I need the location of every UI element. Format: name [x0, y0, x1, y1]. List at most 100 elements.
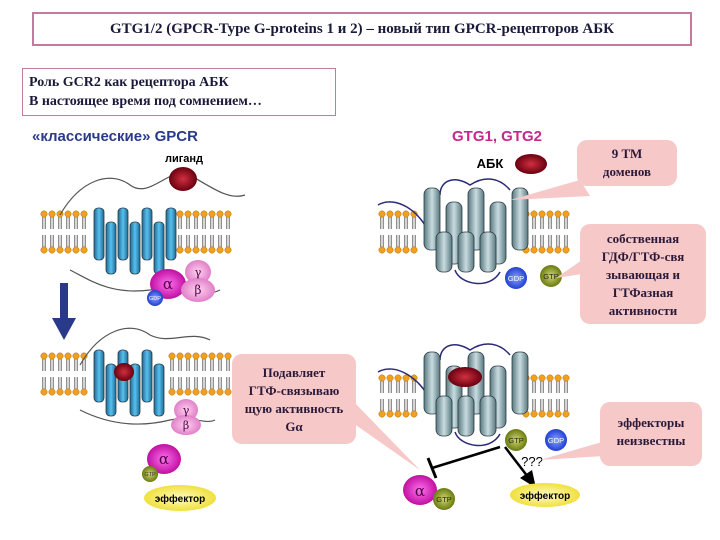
lipid-head [394, 210, 402, 230]
lipid-head [48, 376, 56, 396]
lipid-head [538, 374, 546, 394]
activity-line-1: собственная [606, 231, 680, 246]
effector-arrow [504, 446, 536, 488]
suppress-gtp-callout: Подавляет ГТФ-связываю щую активность Gα [232, 354, 356, 444]
lipid-head [184, 352, 192, 372]
ligand-label: лиганд [165, 153, 203, 165]
activity-line-3: зывающая и [605, 267, 681, 282]
gtp-label-bottom: GTP [508, 436, 523, 445]
lipid-head [48, 210, 56, 230]
aba-molecule [515, 154, 547, 174]
transmembrane-helix [165, 207, 177, 261]
lipid-head [200, 210, 208, 230]
lipid-head [378, 374, 386, 394]
transmembrane-helix [423, 187, 441, 251]
lipid-head [538, 234, 546, 254]
suppress-line-4: Gα [285, 419, 303, 434]
lipid-head [394, 234, 402, 254]
lipid-head [410, 398, 418, 418]
beta-symbol: β [195, 283, 202, 297]
lipid-head [40, 376, 48, 396]
transmembrane-helix [105, 363, 117, 417]
lipid-head [562, 374, 570, 394]
suppress-line-1: Подавляет [262, 365, 326, 380]
transmembrane-helix [435, 395, 453, 437]
effectors-line-2: неизвестны [616, 433, 686, 448]
g-alpha-gtp-left: α GTP [142, 444, 181, 482]
lipid-head [386, 398, 394, 418]
gdp-label-bottom: GDP [548, 436, 564, 445]
aba-label: АБК [477, 156, 504, 171]
transmembrane-helix [479, 231, 497, 273]
lipid-head [80, 210, 88, 230]
lipid-head [64, 376, 72, 396]
effector-label-right: эффектор [520, 490, 570, 502]
lipid-head [176, 210, 184, 230]
activity-line-4: ГТФазная [612, 285, 674, 300]
lipid-head [216, 210, 224, 230]
unknown-mark: ??? [521, 454, 543, 469]
lipid-head [546, 234, 554, 254]
lipid-head [64, 210, 72, 230]
lipid-head [208, 210, 216, 230]
lipid-head [200, 376, 208, 396]
lipid-head [56, 376, 64, 396]
gtp-label-right: GTP [543, 272, 558, 281]
lipid-head [402, 234, 410, 254]
lipid-head [378, 398, 386, 418]
lipid-head [394, 374, 402, 394]
lipid-head [208, 234, 216, 254]
gdp-label: GDP [149, 296, 161, 302]
lipid-head [48, 234, 56, 254]
lipid-head [224, 210, 232, 230]
transmembrane-helix [457, 231, 475, 273]
lipid-head [402, 398, 410, 418]
lipid-head [40, 234, 48, 254]
classic-gpcr-receptor-bottom [79, 327, 216, 425]
g-protein-beta-gamma: γ β [171, 399, 201, 435]
transmembrane-helix [117, 207, 129, 261]
lipid-head [562, 234, 570, 254]
lipid-head [562, 398, 570, 418]
suppress-line-2: ГТФ-связываю [248, 383, 340, 398]
lipid-head [216, 352, 224, 372]
lipid-head [192, 376, 200, 396]
lipid-head [208, 352, 216, 372]
gdp-gtp-binding-top: GDP GTP [505, 265, 562, 289]
gtg-receptor-bottom [377, 343, 529, 447]
activation-arrow [52, 283, 76, 340]
classic-gpcr-header: «классические» GPCR [32, 128, 198, 145]
lipid-head [562, 210, 570, 230]
classic-gpcr-receptor-top [59, 172, 246, 295]
gamma-symbol-2: γ [183, 404, 190, 417]
lipid-head [40, 210, 48, 230]
lipid-head [216, 376, 224, 396]
alpha-symbol-2: α [159, 450, 169, 468]
lipid-head [216, 234, 224, 254]
lipid-head [192, 352, 200, 372]
lipid-head [56, 210, 64, 230]
role-line-2: В настоящее время под сомнением… [29, 94, 262, 109]
effector-left: эффектор [144, 485, 216, 511]
lipid-head [176, 234, 184, 254]
lipid-head [168, 376, 176, 396]
lipid-head [386, 210, 394, 230]
lipid-head [184, 376, 192, 396]
lipid-head [72, 376, 80, 396]
transmembrane-helix [153, 363, 165, 417]
unknown-effectors-callout: эффекторы неизвестны [600, 402, 702, 466]
effector-label-left: эффектор [155, 493, 205, 505]
lipid-head [176, 352, 184, 372]
lipid-head [386, 234, 394, 254]
alpha-symbol-3: α [415, 482, 425, 500]
suppress-line-3: щую активность [244, 401, 344, 416]
lipid-head [184, 210, 192, 230]
gdp-label-right: GDP [508, 274, 524, 283]
gtg-receptor-top [377, 178, 529, 285]
lipid-head [530, 210, 538, 230]
activity-line-2: ГДФ/ГТФ-свя [601, 249, 685, 264]
lipid-head [402, 210, 410, 230]
lipid-head [40, 352, 48, 372]
lipid-head [554, 234, 562, 254]
transmembrane-helix [435, 231, 453, 273]
